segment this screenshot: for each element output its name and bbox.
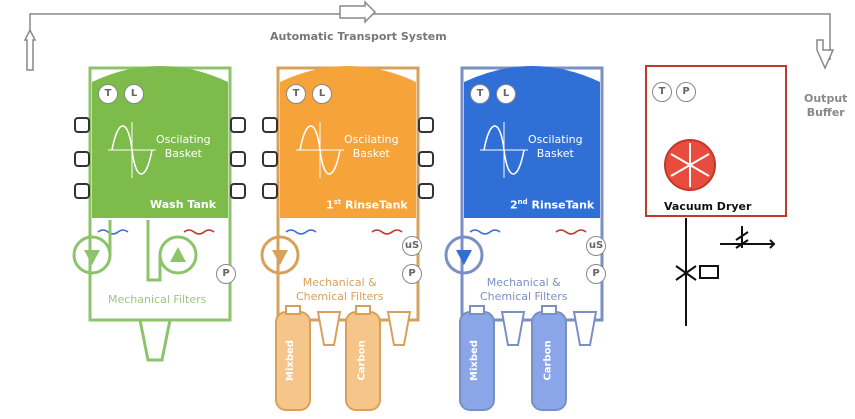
rinse1-ordinal-suffix: st (333, 198, 342, 206)
sensor-us-rinse2: uS (586, 236, 606, 256)
rinse2-name-suffix: RinseTank (527, 198, 595, 212)
rinse-tank-1 (260, 66, 434, 411)
rinse1-carbon-label: Carbon (356, 340, 368, 381)
output-line-2: Buffer (806, 106, 845, 119)
sensor-p-wash: P (216, 264, 236, 284)
output-line-1: Output (804, 92, 848, 105)
rinse2-filters-line1: Mechanical & (486, 276, 561, 289)
sensor-l-rinse2: L (496, 84, 516, 104)
transport-label: Automatic Transport System (270, 30, 447, 43)
sensor-l-rinse1: L (312, 84, 332, 104)
rinse2-mixbed-label: Mixbed (468, 340, 480, 381)
wash-filters-label: Mechanical Filters (108, 293, 207, 306)
rinse1-name-suffix: RinseTank (341, 198, 408, 212)
wash-tank-name: Wash Tank (150, 198, 217, 211)
rinse1-basket-label: Oscilating Basket (344, 133, 399, 161)
transport-line (23, 0, 835, 71)
rinse1-mixbed-label: Mixbed (284, 340, 296, 381)
vacuum-dryer (645, 65, 787, 326)
rinse2-ordinal: 2 (510, 198, 518, 212)
rinse2-filters-label: Mechanical & Chemical Filters (480, 276, 568, 304)
rinse1-basket-line2: Basket (352, 147, 390, 160)
wash-basket-line2: Basket (164, 147, 202, 160)
rinse1-filters-line2: Chemical Filters (296, 290, 384, 303)
rinse2-basket-label: Oscilating Basket (528, 133, 583, 161)
vacuum-dryer-label: Vacuum Dryer (664, 200, 752, 213)
sensor-l-wash: L (124, 84, 144, 104)
output-buffer-label: Output Buffer (804, 92, 847, 120)
sensor-t-rinse1: T (286, 84, 306, 104)
wash-basket-label: Oscilating Basket (156, 133, 211, 161)
sensor-t-rinse2: T (470, 84, 490, 104)
rinse1-filters-label: Mechanical & Chemical Filters (296, 276, 384, 304)
rinse2-ordinal-suffix: nd (517, 198, 528, 206)
rinse1-tank-name: 1st RinseTank (326, 198, 408, 212)
sensor-p-rinse2: P (586, 264, 606, 284)
rinse-tank-2 (444, 66, 604, 411)
sensor-t-dryer: T (652, 82, 672, 102)
rinse1-basket-line1: Oscilating (344, 133, 399, 146)
rinse2-tank-name: 2nd RinseTank (510, 198, 594, 212)
rinse2-carbon-label: Carbon (542, 340, 554, 381)
wash-basket-line1: Oscilating (156, 133, 211, 146)
sensor-us-rinse1: uS (402, 236, 422, 256)
rinse2-basket-line1: Oscilating (528, 133, 583, 146)
sensor-p-dryer: P (676, 82, 696, 102)
wash-tank (72, 66, 246, 362)
rinse2-filters-line2: Chemical Filters (480, 290, 568, 303)
rinse1-filters-line1: Mechanical & (302, 276, 377, 289)
rinse2-basket-line2: Basket (536, 147, 574, 160)
rinse1-ordinal: 1 (326, 198, 334, 212)
sensor-p-rinse1: P (402, 264, 422, 284)
sensor-t-wash: T (98, 84, 118, 104)
